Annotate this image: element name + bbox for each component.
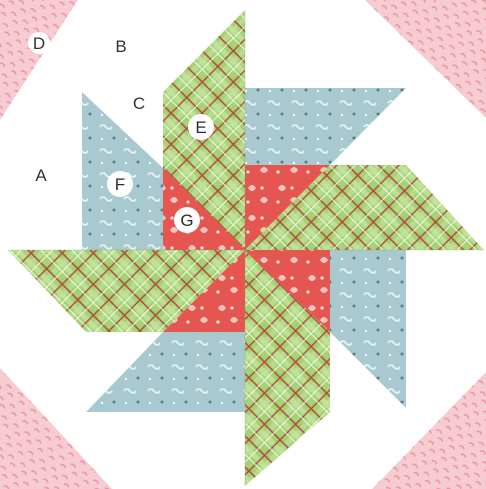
piece-label-a: A [35,166,47,185]
piece-label-f: F [107,171,133,197]
svg-text:C: C [133,94,145,113]
piece-label-b: B [115,37,126,56]
svg-text:F: F [115,175,125,194]
piece-label-g: G [174,207,200,233]
svg-text:D: D [33,34,45,53]
piece-label-d: D [28,32,50,54]
svg-text:G: G [180,211,193,230]
svg-text:E: E [195,118,206,137]
piece-label-c: C [133,94,145,113]
piece-label-e: E [188,114,214,140]
svg-text:B: B [115,37,126,56]
svg-text:A: A [35,166,47,185]
